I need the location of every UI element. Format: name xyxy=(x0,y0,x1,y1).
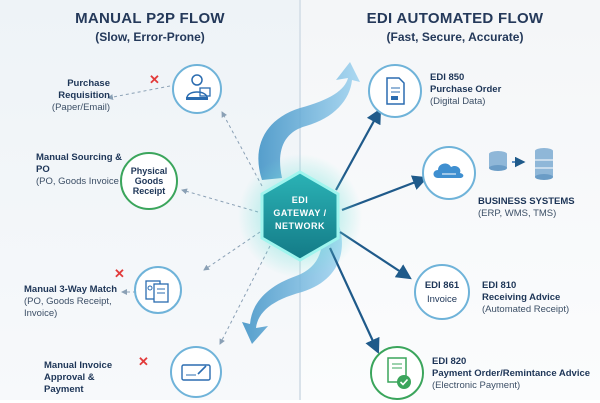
edi-810-code: EDI 810 xyxy=(482,280,517,291)
manual-flow-subtitle: (Slow, Error-Prone) xyxy=(95,30,205,44)
edi-861-invoice-node: EDI 861 Invoice xyxy=(414,264,470,320)
edi-850-title: Purchase Order xyxy=(430,84,502,95)
business-systems-label: BUSINESS SYSTEMS (ERP, WMS, TMS) xyxy=(478,196,598,220)
edi-gateway-hub[interactable]: EDI GATEWAY / NETWORK xyxy=(258,194,342,233)
edi-820-code: EDI 820 xyxy=(432,356,467,367)
step-invoice-approval-label: Manual Invoice Approval & Payment xyxy=(44,360,130,396)
sourcing-sub: (PO, Goods Invoice xyxy=(36,176,119,187)
sourcing-title: Manual Sourcing & PO xyxy=(36,152,123,175)
business-systems-sub: (ERP, WMS, TMS) xyxy=(478,208,557,219)
step-manual-sourcing-label: Manual Sourcing & PO (PO, Goods Invoice xyxy=(36,152,126,188)
edi-850-sub: (Digital Data) xyxy=(430,96,486,107)
edi-861-label: Invoice xyxy=(426,294,458,305)
step-three-way-match-label: Manual 3-Way Match (PO, Goods Receipt, I… xyxy=(24,284,124,320)
step-purchase-requisition-label: Purchase Requisition (Paper/Email) xyxy=(20,78,110,114)
hub-line-1: EDI xyxy=(291,195,309,205)
check-payment-icon xyxy=(170,346,222,398)
edi-flow-title: EDI AUTOMATED FLOW xyxy=(366,10,544,27)
receipt-label: Physical Goods Receipt xyxy=(130,166,168,196)
error-mark-icon: ✕ xyxy=(138,354,149,369)
digital-document-icon xyxy=(368,64,422,118)
requisition-sub: (Paper/Email) xyxy=(51,102,110,113)
hub-line-2: GATEWAY / xyxy=(273,208,327,218)
approved-document-icon xyxy=(370,346,424,400)
edi-810-sub: (Automated Receipt) xyxy=(482,304,570,315)
edi-820-title: Payment Order/Remintance Advice xyxy=(432,368,591,379)
physical-goods-receipt-node: Physical Goods Receipt xyxy=(120,152,178,210)
approval-title: Manual Invoice Approval & Payment xyxy=(44,360,113,395)
edi-850-label: EDI 850 Purchase Order (Digital Data) xyxy=(430,72,580,108)
person-at-computer-icon xyxy=(172,64,222,114)
edi-810-title: Receiving Advice xyxy=(482,292,561,303)
manual-flow-title: MANUAL P2P FLOW xyxy=(75,10,225,27)
error-mark-icon: ✕ xyxy=(114,266,125,281)
requisition-title: Purchase Requisition xyxy=(58,78,110,101)
server-database-icon xyxy=(489,148,553,180)
edi-810-label: EDI 810 Receiving Advice (Automated Rece… xyxy=(482,280,598,316)
business-systems-title: BUSINESS SYSTEMS xyxy=(478,196,575,207)
match-sub: (PO, Goods Receipt, Invoice) xyxy=(24,296,112,319)
documents-icon xyxy=(134,266,182,314)
edi-850-code: EDI 850 xyxy=(430,72,465,83)
hub-line-3: NETWORK xyxy=(275,221,325,231)
match-title: Manual 3-Way Match xyxy=(24,284,118,295)
edi-820-label: EDI 820 Payment Order/Remintance Advice … xyxy=(432,356,598,392)
edi-861-code: EDI 861 xyxy=(424,280,460,291)
error-mark-icon: ✕ xyxy=(149,72,160,87)
edi-820-sub: (Electronic Payment) xyxy=(432,380,521,391)
edi-flow-subtitle: (Fast, Secure, Accurate) xyxy=(386,30,524,44)
cloud-database-icon xyxy=(422,146,476,200)
